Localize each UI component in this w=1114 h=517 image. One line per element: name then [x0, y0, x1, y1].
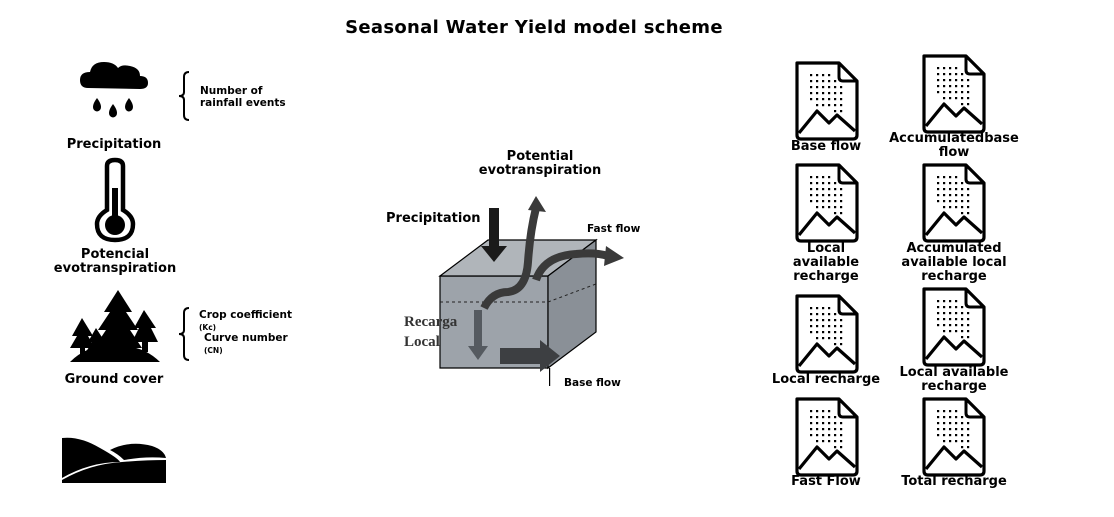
output-label-accumulated-base-flow-line1: Accumulatedbase: [889, 131, 1019, 146]
output-label-lar2-line2: recharge: [921, 379, 987, 394]
precipitation-arrow: [481, 208, 507, 262]
output-label-accumulated-base-flow-line2: flow: [938, 145, 970, 160]
output-file-icon-local-available-recharge-2: [922, 287, 986, 367]
fast-flow-arrow: [532, 249, 610, 282]
output-label-base-flow: Base flow: [790, 139, 862, 154]
output-label-accumulated-available-local-recharge: Accumulated available local recharge: [889, 242, 1019, 284]
output-label-lar-line3: recharge: [793, 269, 859, 284]
precip-note-line1: Number of: [200, 85, 263, 97]
ground-cover-brace: [178, 307, 190, 361]
block-recharge-label: Recarga Local: [404, 312, 457, 352]
ground-cover-label: Ground cover: [64, 372, 164, 387]
output-file-icon-base-flow: [795, 61, 859, 141]
output-file-icon-accumulated-base-flow: [922, 54, 986, 134]
curve-number-sub: (CN): [204, 346, 223, 355]
block-pet-label: Potential evotranspiration: [470, 150, 610, 178]
crop-coefficient-sub: (Kc): [199, 323, 217, 332]
diagram-title: Seasonal Water Yield model scheme: [345, 17, 723, 38]
output-label-local-recharge: Local recharge: [771, 372, 881, 387]
output-file-icon-total-recharge: [922, 397, 986, 477]
output-label-accumulated-base-flow: Accumulatedbase flow: [889, 132, 1019, 160]
pet-arrow: [480, 207, 540, 310]
block-fast-flow-label: Fast flow: [587, 223, 641, 235]
output-file-icon-local-available-recharge: [795, 163, 859, 243]
output-label-lar-line1: Local: [806, 241, 846, 256]
output-label-local-available-recharge-2: Local available recharge: [889, 366, 1019, 394]
output-label-aalr-line3: recharge: [921, 269, 987, 284]
output-label-total-recharge: Total recharge: [901, 474, 1007, 489]
trees-icon: [70, 290, 160, 362]
precipitation-label: Precipitation: [66, 137, 162, 152]
soil-block-diagram: [438, 196, 624, 386]
output-label-aalr-line1: Accumulated: [906, 241, 1002, 256]
block-precipitation-label: Precipitation: [386, 211, 481, 226]
recharge-arrow: [468, 310, 488, 360]
precip-note: Number of rainfall events: [200, 85, 286, 109]
rain-cloud-icon: [80, 62, 148, 118]
block-recharge-line1: Recarga: [404, 314, 458, 330]
base-flow-arrow: [500, 340, 560, 372]
output-label-lar-line2: available: [792, 255, 860, 270]
block-layer-line: [440, 283, 597, 303]
crop-coefficient-text: Crop coefficient: [199, 309, 292, 321]
precip-brace: [178, 71, 190, 121]
thermometer-icon: [94, 157, 136, 243]
output-file-icon-local-recharge: [795, 294, 859, 374]
output-file-icon-fast-flow: [795, 397, 859, 477]
output-label-fast-flow: Fast Flow: [791, 474, 861, 489]
output-label-lar2-line1: Local available: [899, 365, 1009, 380]
curve-number-text: Curve number: [204, 332, 288, 344]
curve-number-note: Curve number (CN): [204, 332, 288, 357]
evapotranspiration-label: Potencial evotranspiration: [40, 248, 190, 276]
block-recharge-line2: Local: [404, 334, 440, 350]
evapotranspiration-label-line2: evotranspiration: [53, 261, 177, 276]
block-base-flow-label: Base flow: [564, 377, 621, 389]
evapotranspiration-label-line1: Potencial: [80, 247, 150, 262]
output-file-icon-accumulated-available-local-recharge: [922, 163, 986, 243]
hills-icon: [62, 437, 166, 483]
output-label-local-available-recharge: Local available recharge: [761, 242, 891, 284]
precip-note-line2: rainfall events: [200, 97, 286, 109]
block-pet-line1: Potential: [506, 149, 574, 164]
output-label-aalr-line2: available local: [901, 255, 1007, 270]
block-pet-line2: evotranspiration: [478, 163, 602, 178]
crop-coefficient-note: Crop coefficient (Kc): [199, 309, 292, 334]
